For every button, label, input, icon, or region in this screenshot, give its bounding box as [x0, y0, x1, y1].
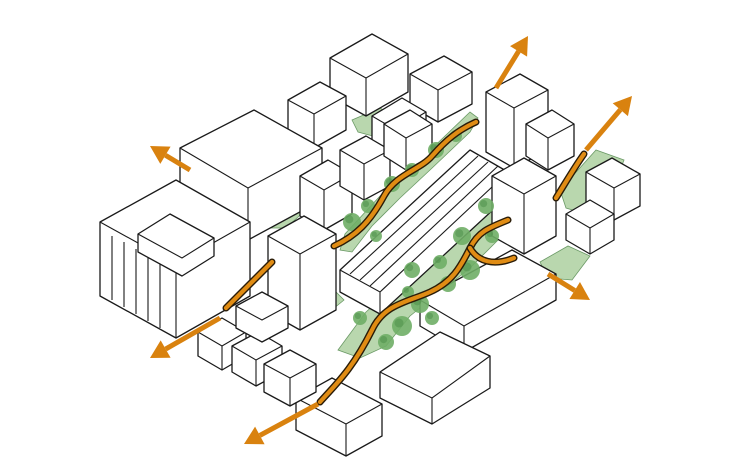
tree-icon	[433, 255, 447, 269]
tree-icon	[378, 334, 394, 350]
tree-icon	[453, 227, 471, 245]
tree-icon	[370, 230, 382, 242]
tree-icon	[404, 262, 420, 278]
arrow-icon	[586, 96, 632, 150]
tree-icon	[478, 198, 494, 214]
tree-icon	[425, 311, 439, 325]
tree-icon	[353, 311, 367, 325]
tree-icon	[392, 316, 412, 336]
building-row-2	[340, 136, 390, 200]
